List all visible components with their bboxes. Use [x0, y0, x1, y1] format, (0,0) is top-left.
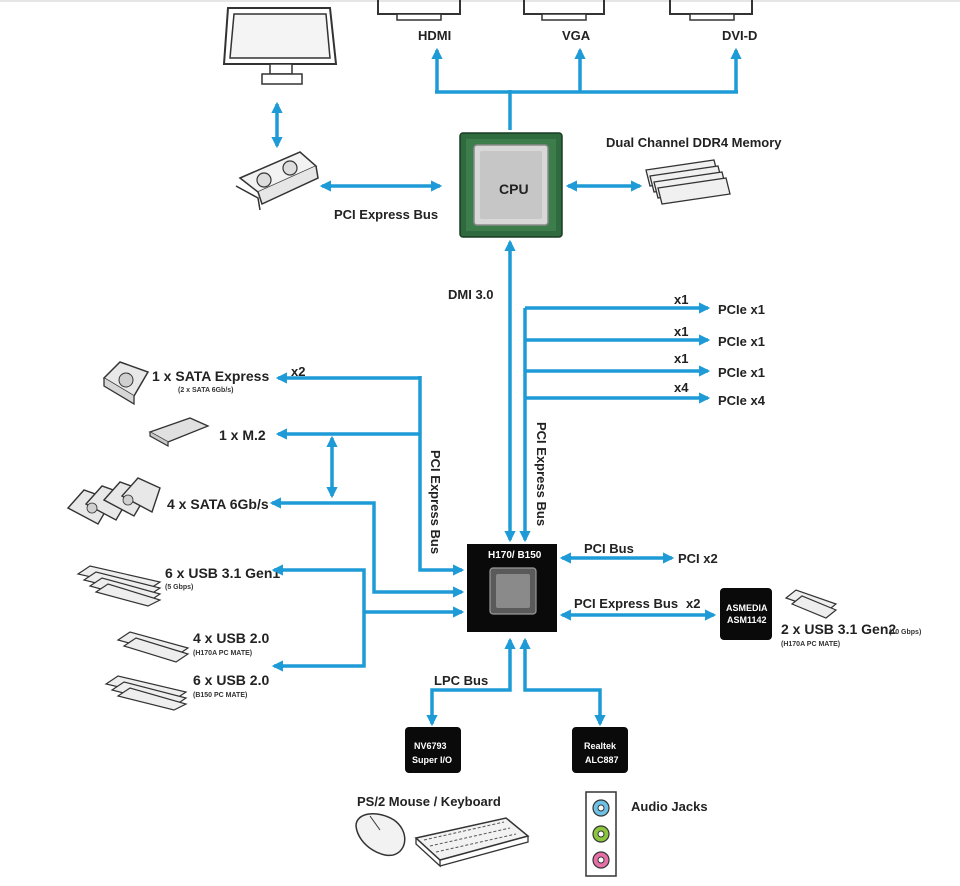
pci-x2-label: PCI x2 [678, 551, 718, 566]
dmi-label: DMI 3.0 [448, 287, 494, 302]
mouse-icon [355, 813, 406, 857]
sata-drives-icon [66, 477, 161, 525]
cpu-label: CPU [499, 181, 529, 197]
usb20-b-icon [104, 675, 188, 711]
usb31-gen2-label: 2 x USB 3.1 Gen2 [781, 621, 896, 637]
usb31-gen1-sub: (5 Gbps) [165, 584, 193, 591]
hard-drive-icon [102, 361, 150, 406]
usb31-gen1-label: 6 x USB 3.1 Gen1 [165, 565, 280, 581]
sata-express-x2: x2 [291, 364, 305, 379]
keyboard-icon [414, 817, 530, 868]
usb-bracket-line [271, 564, 366, 672]
usb20-a-label: 4 x USB 2.0 [193, 630, 269, 646]
usb20-b-label: 6 x USB 2.0 [193, 672, 269, 688]
gpu-bus-label: PCI Express Bus [334, 207, 438, 222]
monitor-icon [222, 7, 338, 85]
pcie-slot-3-label: PCIe x1 [718, 365, 765, 380]
m2-label: 1 x M.2 [219, 427, 266, 443]
pcie-slot-4-width: x4 [674, 380, 689, 395]
usb20-a-icon [116, 631, 190, 663]
usb20-a-sub: (H170A PC MATE) [193, 650, 252, 657]
dvid-label: DVI-D [722, 28, 757, 43]
memory-label: Dual Channel DDR4 Memory [606, 135, 782, 150]
asmedia-line2: ASM1142 [727, 615, 767, 625]
usb31-gen2-icon [784, 589, 838, 619]
pcie-slot-1-width: x1 [674, 292, 688, 307]
sata-label: 4 x SATA 6Gb/s [167, 496, 269, 512]
sata-pch-line [269, 497, 465, 598]
audio-line [519, 637, 606, 727]
asmedia-line1: ASMEDIA [726, 603, 768, 613]
hdmi-monitor-icon [377, 0, 461, 21]
audio-jacks-icon [585, 791, 617, 877]
ps2-label: PS/2 Mouse / Keyboard [357, 794, 501, 809]
asm-bus-label: PCI Express Bus [574, 596, 678, 611]
usb20-b-sub: (B150 PC MATE) [193, 692, 247, 699]
superio-line1: NV6793 [414, 741, 447, 751]
vga-monitor-icon [523, 0, 605, 21]
graphics-card-icon [235, 151, 319, 211]
pci-bus-label: PCI Bus [584, 541, 634, 556]
pcie-slot-2-label: PCIe x1 [718, 334, 765, 349]
pch-chip [467, 544, 557, 632]
superio-line2: Super I/O [412, 755, 452, 765]
audio-jacks-label: Audio Jacks [631, 799, 708, 814]
lpc-bus-label: LPC Bus [434, 673, 488, 688]
pcie-slot-4-label: PCIe x4 [718, 393, 766, 408]
hdmi-label: HDMI [418, 28, 451, 43]
lpc-bus-line [426, 637, 516, 727]
superio-chip [405, 727, 461, 773]
pcie-slot-1-label: PCIe x1 [718, 302, 765, 317]
sata-express-label: 1 x SATA Express [152, 368, 269, 384]
pcie-slot-3-width: x1 [674, 351, 688, 366]
vga-label: VGA [562, 28, 591, 43]
usb31-gen2-sub: (H170A PC MATE) [781, 641, 840, 648]
realtek-chip [572, 727, 628, 773]
m2-card-icon [148, 417, 210, 448]
realtek-line2: ALC887 [585, 755, 619, 765]
usb31-gen1-icon [76, 565, 162, 607]
cpu-chip [459, 132, 563, 238]
memory-modules-icon [645, 159, 731, 205]
pcie-left-vertical-label: PCI Express Bus [428, 450, 443, 554]
pcie-slot-2-width: x1 [674, 324, 688, 339]
asm-bus-x2: x2 [686, 596, 700, 611]
pch-label: H170/ B150 [488, 550, 542, 561]
dvid-monitor-icon [669, 0, 753, 21]
usb31-gen2-speed: (10 Gbps) [889, 629, 921, 636]
sata-express-sub: (2 x SATA 6Gb/s) [178, 387, 234, 394]
pcie-vertical-label: PCI Express Bus [534, 422, 549, 526]
realtek-line1: Realtek [584, 741, 617, 751]
asmedia-chip [720, 588, 772, 640]
